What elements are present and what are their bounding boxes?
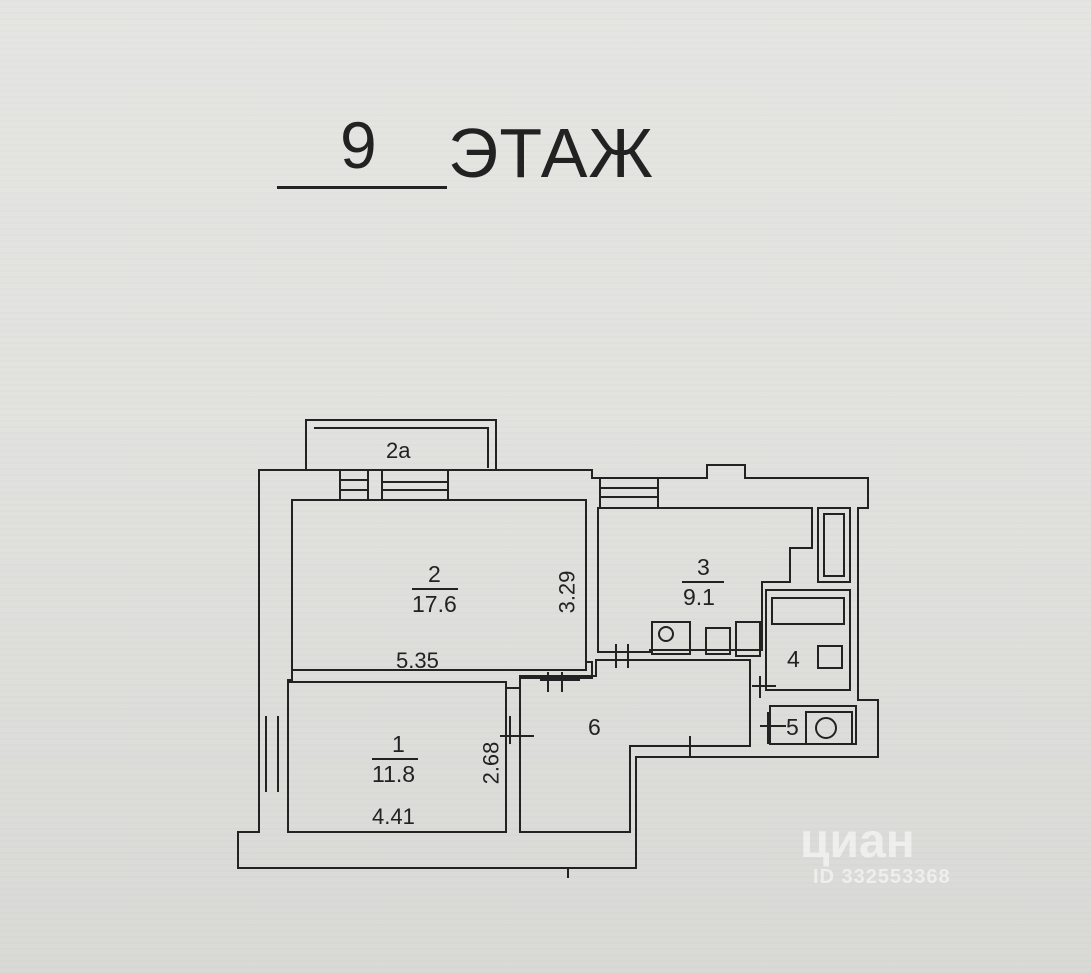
room-2a-label: 2а (386, 438, 411, 463)
bath-sink (817, 645, 843, 669)
cian-watermark: циан (800, 815, 915, 868)
room-2-width: 5.35 (396, 648, 439, 673)
floor-number: 9 (340, 108, 377, 182)
room-3-outline (597, 507, 813, 653)
room-6-outline (519, 659, 751, 833)
toilet-box (805, 711, 853, 745)
room-5-outline (769, 705, 857, 745)
room-3-number: 3 (697, 554, 710, 580)
room-2-area: 17.6 (412, 591, 457, 617)
room-2-fraction-line (412, 588, 458, 590)
kitchen-counter (735, 621, 761, 657)
room-2-depth: 3.29 (554, 570, 580, 614)
outer-wall (237, 464, 879, 869)
room-4-outline (765, 589, 851, 691)
floor-word: ЭТАЖ (448, 114, 655, 192)
window-room2-right (381, 470, 449, 500)
room-1-width: 4.41 (372, 804, 415, 829)
balcony-inner (314, 427, 489, 468)
cian-watermark-id: ID 332553368 (813, 866, 951, 888)
room-3-area: 9.1 (683, 584, 715, 610)
room-1-depth: 2.68 (478, 741, 504, 785)
shaft-outline (817, 507, 851, 583)
room-2-outline (291, 499, 587, 671)
floor-number-underline (277, 186, 447, 189)
stove (651, 621, 691, 655)
room-1-fraction-line (372, 758, 418, 760)
stove-burner (658, 626, 674, 642)
room-3-fraction-line (682, 581, 724, 583)
toilet-bowl (815, 717, 837, 739)
room-6-number: 6 (588, 714, 601, 740)
bathtub (771, 597, 845, 625)
sink (705, 627, 731, 655)
room-1-number: 1 (392, 731, 405, 757)
window-room2-left (339, 470, 369, 500)
room-2-number: 2 (428, 561, 441, 587)
room-4-number: 4 (787, 646, 800, 672)
door-markers (500, 644, 786, 758)
room-5-number: 5 (786, 714, 799, 740)
window-room3 (599, 478, 659, 508)
room-1-area: 11.8 (372, 761, 416, 787)
window-room1 (258, 716, 289, 792)
shaft-inner (823, 513, 845, 577)
inner-wall-outline (287, 499, 593, 833)
